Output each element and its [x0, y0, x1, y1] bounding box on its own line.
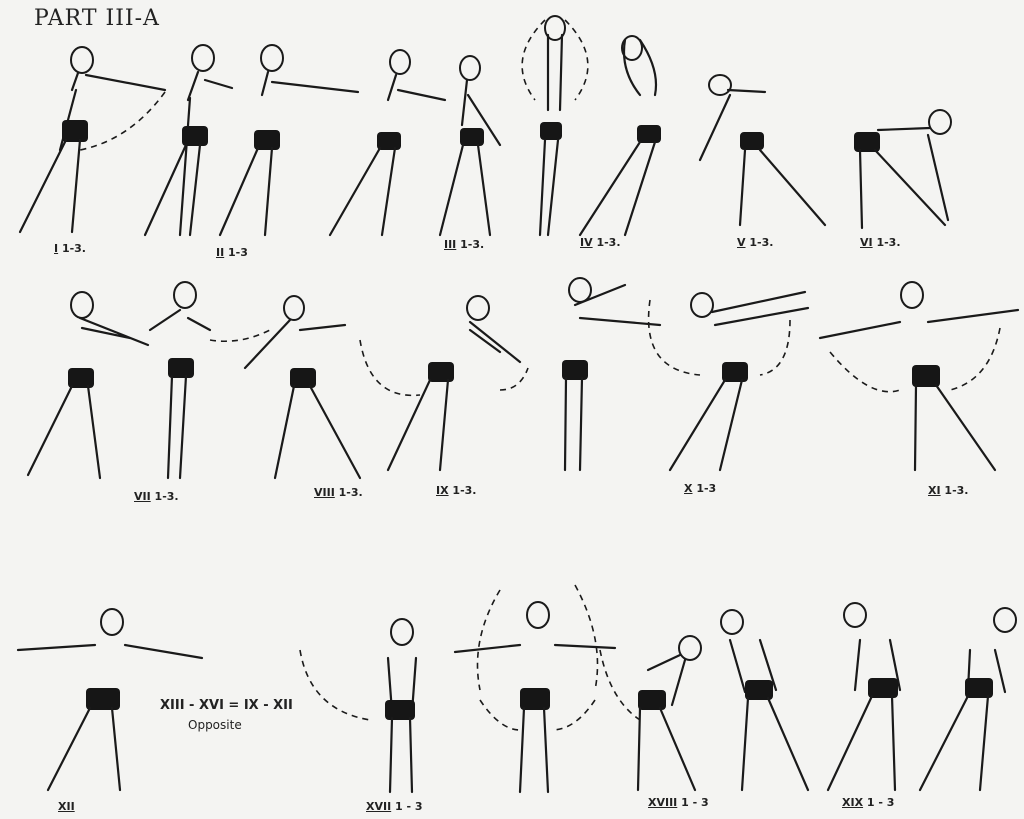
figure-label-XIX: XIX 1 - 3: [842, 796, 894, 809]
figure-label-XVIII: XVIII 1 - 3: [648, 796, 709, 809]
figure-9-dancer: [854, 110, 951, 228]
figure-label-IX: IX 1-3.: [436, 484, 476, 497]
figure-7-dancer: [580, 36, 661, 235]
figure-13-dancer: [360, 296, 528, 470]
figure-23-dancer: [920, 608, 1016, 790]
figure-10-dancer: [28, 292, 148, 478]
figure-14-dancer: [562, 278, 660, 470]
figure-6-dancer: [522, 16, 588, 235]
sequence-equation-note: Opposite: [188, 718, 242, 732]
figure-22-dancer: [828, 603, 900, 790]
figure-label-I: I 1-3.: [54, 242, 86, 255]
figure-4-dancer: [330, 50, 445, 235]
figure-11-dancer: [150, 282, 270, 478]
figure-label-V: V 1-3.: [737, 236, 773, 249]
figure-19-dancer: [455, 585, 615, 792]
figure-label-XVII: XVII 1 - 3: [366, 800, 423, 813]
figure-16-dancer: [820, 282, 1018, 470]
figure-label-XII: XII: [58, 800, 75, 813]
figure-label-XI: XI 1-3.: [928, 484, 968, 497]
figure-12-dancer: [245, 296, 360, 478]
figure-2-dancer: [145, 45, 232, 235]
figure-20-dancer: [600, 636, 701, 790]
figure-8-dancer: [700, 75, 825, 225]
figure-label-II: II 1-3: [216, 246, 248, 259]
figure-label-VI: VI 1-3.: [860, 236, 901, 249]
figure-18-dancer: [300, 619, 416, 792]
figure-label-VIII: VIII 1-3.: [314, 486, 363, 499]
figure-label-VII: VII 1-3.: [134, 490, 179, 503]
sequence-equation: XIII - XVI = IX - XII: [160, 698, 293, 713]
figure-3-dancer: [220, 45, 358, 235]
figure-1-dancer: [20, 47, 165, 232]
figure-21-dancer: [721, 610, 808, 790]
figure-15-dancer: [649, 292, 808, 470]
figure-5-dancer: [440, 56, 500, 235]
figure-label-IV: IV 1-3.: [580, 236, 621, 249]
figure-label-III: III 1-3.: [444, 238, 484, 251]
figure-label-X: X 1-3: [684, 482, 716, 495]
